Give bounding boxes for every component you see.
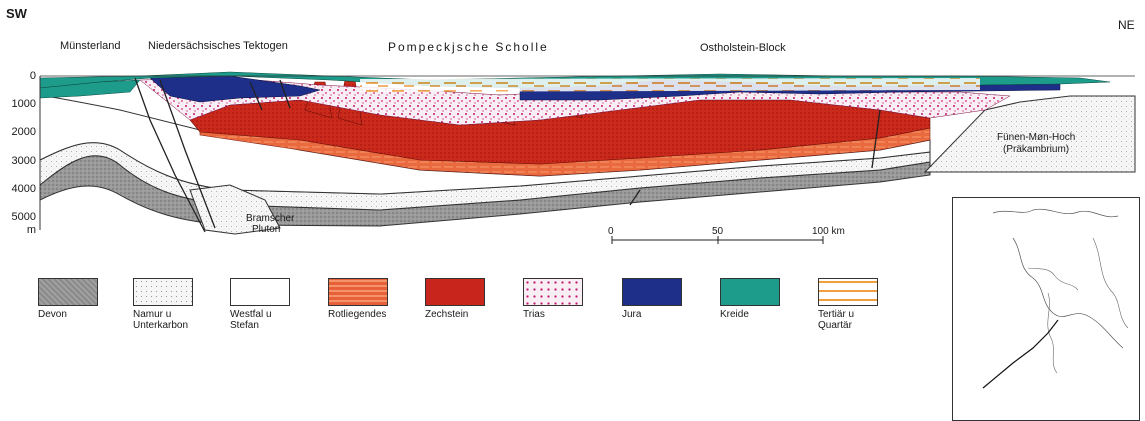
legend-swatch-westfal [230, 278, 290, 306]
inset-map-outline [953, 198, 1139, 420]
label-bramscher: Bramscher [246, 213, 294, 224]
region-muensterland: Münsterland [60, 40, 121, 52]
legend-label-jura: Jura [622, 309, 702, 320]
depth-tick-3000: 3000 [2, 155, 36, 167]
legend-label-zechstein: Zechstein [425, 309, 505, 320]
scale-tick-50: 50 [712, 226, 723, 237]
direction-ne: NE [1118, 18, 1135, 32]
scale-tick-0: 0 [608, 226, 614, 237]
region-tektogen: Niedersächsisches Tektogen [148, 40, 288, 52]
depth-tick-2000: 2000 [2, 126, 36, 138]
direction-sw: SW [6, 6, 27, 21]
legend-swatch-trias [523, 278, 583, 306]
legend-swatch-namur [133, 278, 193, 306]
legend-label-trias: Trias [523, 309, 603, 320]
depth-tick-0: 0 [2, 70, 36, 82]
inset-location-map [952, 197, 1140, 421]
legend-swatch-zechstein [425, 278, 485, 306]
label-praekambrium: (Präkambrium) [1003, 144, 1069, 155]
label-pluton: Pluton [252, 224, 280, 235]
region-pompeckjsche-scholle: Pompeckjsche Scholle [388, 40, 549, 54]
legend-label-kreide: Kreide [720, 309, 800, 320]
legend-label-rotliegendes: Rotliegendes [328, 309, 408, 320]
legend-swatch-kreide [720, 278, 780, 306]
legend-swatch-jura [622, 278, 682, 306]
legend-swatch-rotliegendes [328, 278, 388, 306]
legend-swatch-tertiaer [818, 278, 878, 306]
scale-bar-graphic [612, 236, 823, 244]
depth-unit: m [2, 224, 36, 236]
legend-label-devon: Devon [38, 309, 118, 320]
depth-tick-5000: 5000 [2, 211, 36, 223]
region-ostholstein: Ostholstein-Block [700, 42, 786, 54]
legend-swatch-devon [38, 278, 98, 306]
depth-tick-1000: 1000 [2, 98, 36, 110]
label-fuenen-moen-hoch: Fünen-Møn-Hoch [997, 132, 1075, 143]
depth-tick-4000: 4000 [2, 183, 36, 195]
scale-tick-100km: 100 km [812, 226, 845, 237]
layer-tertiaer [360, 78, 980, 92]
